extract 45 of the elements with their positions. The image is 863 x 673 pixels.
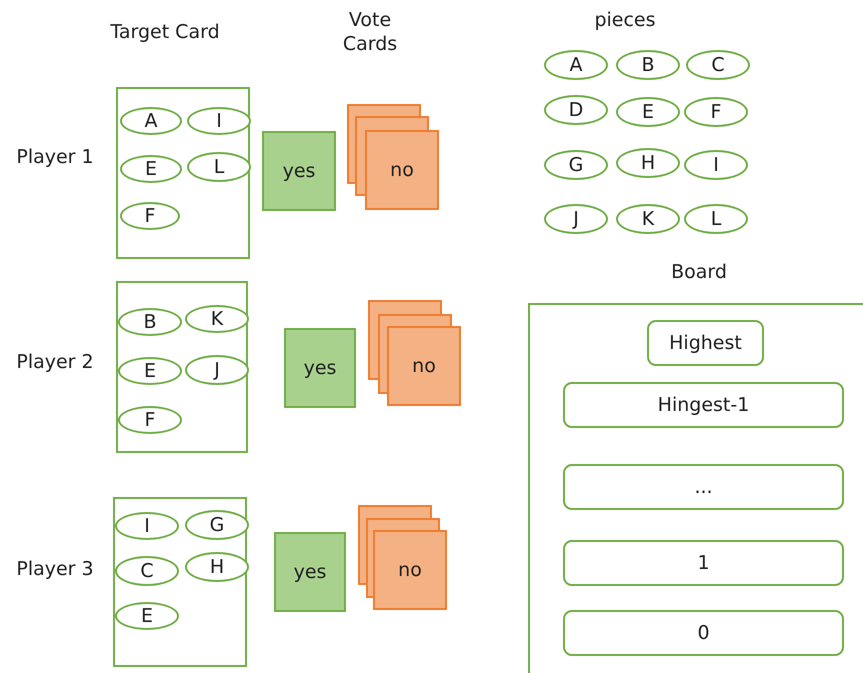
column-heading: Vote Cards [342,8,398,56]
piece-token: H [185,552,249,582]
piece-token: K [185,305,249,333]
player-label: Player 1 [15,145,95,169]
piece-token: F [118,406,182,434]
piece-token: I [684,150,748,180]
target-card [116,87,250,259]
piece-token: L [684,204,748,234]
piece-token: I [187,107,251,135]
target-card [116,281,248,453]
column-heading: pieces [593,8,657,32]
score-slot: Hingest-1 [563,382,844,428]
player-label: Player 2 [15,350,95,374]
piece-token: B [616,50,680,80]
score-slot: ... [563,464,844,510]
yes-vote-card: yes [262,131,336,211]
piece-token: J [544,204,608,234]
piece-token: F [120,202,180,230]
piece-token: G [185,510,249,540]
score-slot: 0 [563,610,844,656]
piece-token: L [187,152,251,182]
piece-token: F [684,97,748,127]
piece-token: E [120,155,182,183]
piece-token: E [118,357,182,385]
piece-token: C [686,50,750,80]
board-heading: Board [670,261,728,283]
piece-token: H [616,148,680,178]
piece-token: A [120,107,182,135]
target-card [113,497,247,667]
column-heading: Target Card [110,20,220,44]
yes-vote-card: yes [284,328,356,408]
piece-token: E [115,602,179,630]
piece-token: D [544,95,608,125]
piece-token: C [115,556,179,586]
piece-token: B [118,308,182,336]
piece-token: E [616,97,680,127]
score-slot: Highest [647,320,764,366]
score-slot: 1 [563,540,844,586]
piece-token: K [616,204,680,234]
piece-token: I [115,512,179,540]
piece-token: A [544,50,608,80]
piece-token: J [185,355,249,385]
player-label: Player 3 [15,557,95,581]
piece-token: G [544,150,608,180]
yes-vote-card: yes [274,532,346,612]
